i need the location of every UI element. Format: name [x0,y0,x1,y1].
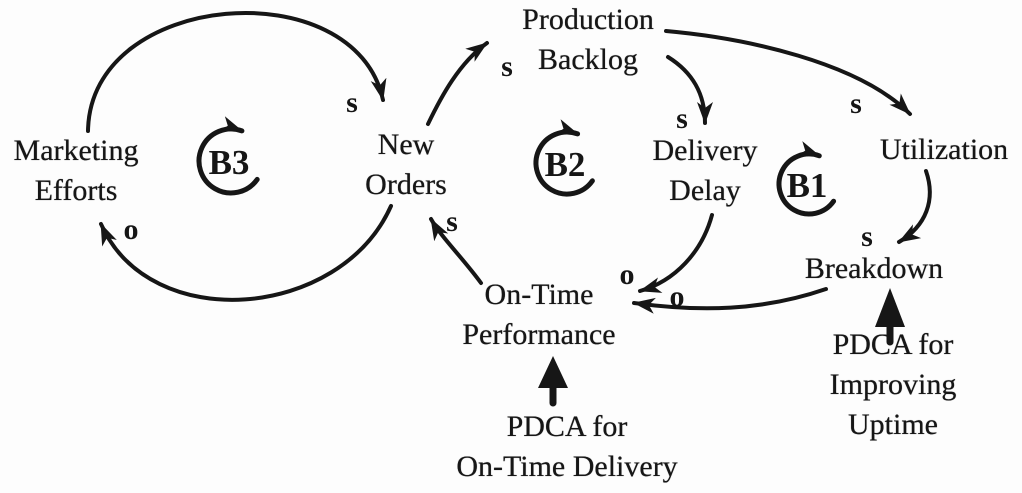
polarity-production-backlog-to-utilization: s [850,87,862,120]
polarity-delivery-delay-to-on-time: o [619,258,635,291]
link-production-backlog-to-utilization [664,29,912,116]
node-delivery-delay: Delivery Delay [652,134,758,207]
annotation-pdca-on-time-delivery: PDCA for On-Time Delivery [456,410,678,483]
node-marketing-efforts: Marketing Efforts [13,134,139,207]
polarity-on-time-to-new-orders: s [446,205,458,238]
link-on-time-performance-to-new-orders [429,217,483,285]
node-new-orders: New Orders [365,128,447,201]
polarity-utilization-to-breakdown: s [861,220,873,253]
loop-label-b2: B2 [544,145,586,184]
link-delivery-delay-to-on-time-performance [638,213,714,293]
loop-b2-arrow [533,119,595,197]
polarity-breakdown-to-on-time: o [669,280,685,313]
link-production-backlog-to-delivery-delay [666,55,713,125]
polarity-new-orders-to-marketing: o [123,213,139,246]
node-utilization: Utilization [879,133,1009,166]
loop-label-b1: B1 [786,166,828,205]
link-marketing-to-new-orders [86,10,387,133]
link-new-orders-to-marketing [99,204,393,302]
node-production-backlog: Production Backlog [522,3,654,76]
loop-b3-arrow [196,116,260,196]
loop-label-b3: B3 [208,143,250,182]
node-on-time-performance: On-Time Performance [462,278,616,351]
node-breakdown: Breakdown [804,252,944,285]
polarity-new-orders-to-production-backlog: s [501,50,513,83]
link-new-orders-to-production-backlog [426,41,489,126]
annotation-pdca-improving-uptime: PDCA for Improving Uptime [829,328,957,441]
pdca-uptime-arrow-head [875,288,905,327]
polarity-production-backlog-to-delivery-delay: s [676,102,688,135]
link-breakdown-to-on-time-performance [632,287,828,314]
pdca-delivery-arrow-head [538,356,568,388]
link-utilization-to-breakdown [897,169,932,244]
polarity-marketing-to-new-orders: s [346,86,358,119]
loop-b1-arrow [776,141,837,217]
